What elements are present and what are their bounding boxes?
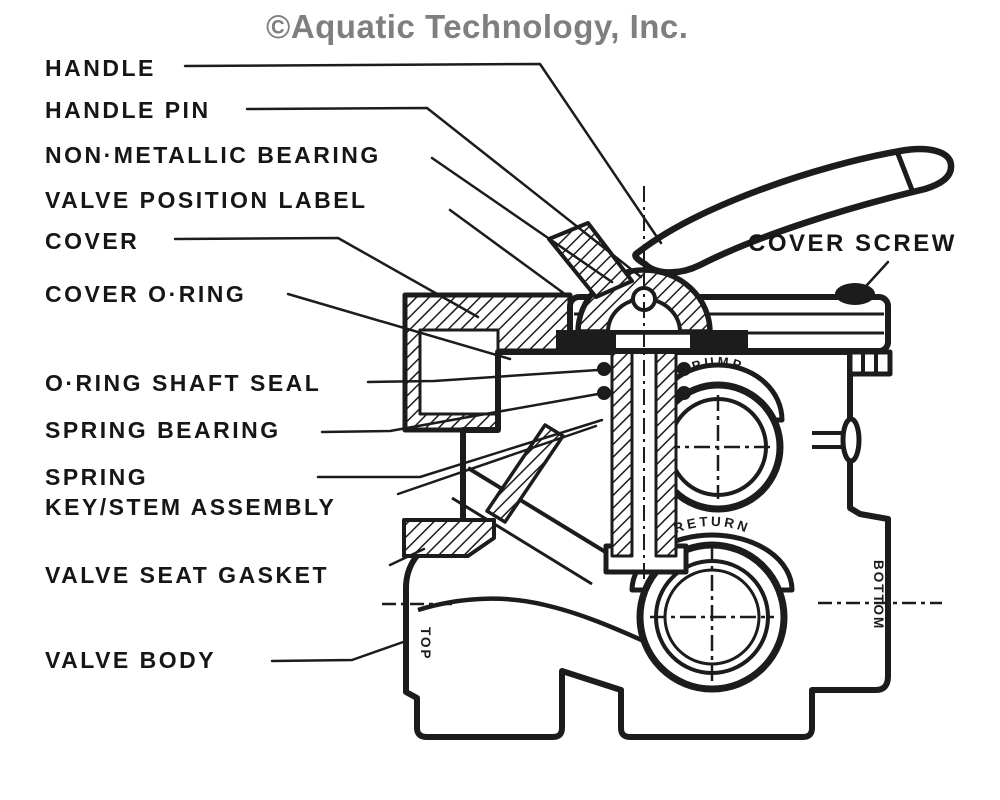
label-cover: COVER (45, 228, 140, 254)
top-text: TOP (418, 627, 433, 661)
key-stem-assembly-drawing (485, 423, 565, 524)
handle-hub (547, 221, 634, 299)
leader-handle (183, 62, 663, 245)
handle-drawing (632, 145, 955, 276)
label-handle-pin: HANDLE PIN (45, 97, 211, 123)
leader-cover (173, 236, 480, 319)
label-valve-position-label: VALVE POSITION LABEL (45, 187, 368, 213)
label-o-ring-shaft-seal: O·RING SHAFT SEAL (45, 370, 322, 396)
cover-stub-bore (418, 328, 500, 416)
interior-floor-line (417, 596, 649, 646)
seat-band-left (556, 330, 616, 351)
o-ring-right (677, 362, 691, 376)
leader-non-metallic-bearing (430, 156, 614, 284)
diverter-line (466, 466, 614, 558)
diverter-line-2 (451, 496, 593, 586)
spring-bearing-drawing (597, 386, 611, 400)
leader-handle-pin (245, 106, 643, 279)
leader-valve-position-label (448, 208, 575, 302)
leader-o-ring-shaft-seal (366, 368, 600, 384)
valve-seat-gasket-drawing (402, 518, 496, 558)
label-non-metallic-bearing: NON·METALLIC BEARING (45, 142, 381, 168)
leader-key-stem-assembly (396, 424, 598, 496)
handle-grip-joint (895, 153, 915, 191)
side-fitting-clamp (840, 416, 862, 464)
leader-cover-o-ring (286, 292, 512, 361)
label-handle: HANDLE (45, 55, 156, 81)
return-port-text: RETURN (672, 514, 753, 536)
cover-screw-drawing (835, 283, 875, 305)
leader-lines (173, 62, 890, 663)
leader-valve-seat-gasket (388, 547, 426, 567)
cover-rib-box (847, 349, 893, 377)
label-cover-screw: COVER SCREW (748, 230, 957, 257)
o-ring-right-2 (677, 386, 691, 400)
label-valve-body: VALVE BODY (45, 647, 217, 673)
label-spring: SPRING (45, 464, 149, 490)
label-spring-bearing: SPRING BEARING (45, 417, 281, 443)
leader-valve-body (270, 639, 408, 663)
seat-band-right (690, 330, 748, 351)
label-cover-o-ring: COVER O·RING (45, 281, 247, 307)
page-title: ©Aquatic Technology, Inc. (266, 8, 689, 45)
leader-cover-screw (855, 260, 890, 298)
label-valve-seat-gasket: VALVE SEAT GASKET (45, 562, 330, 588)
label-key-stem-assembly: KEY/STEM ASSEMBLY (45, 494, 337, 520)
leader-spring-bearing (320, 392, 600, 434)
o-ring-shaft-seal-drawing (597, 362, 611, 376)
bottom-text: BOTTOM (871, 560, 886, 630)
leader-spring (316, 418, 604, 479)
